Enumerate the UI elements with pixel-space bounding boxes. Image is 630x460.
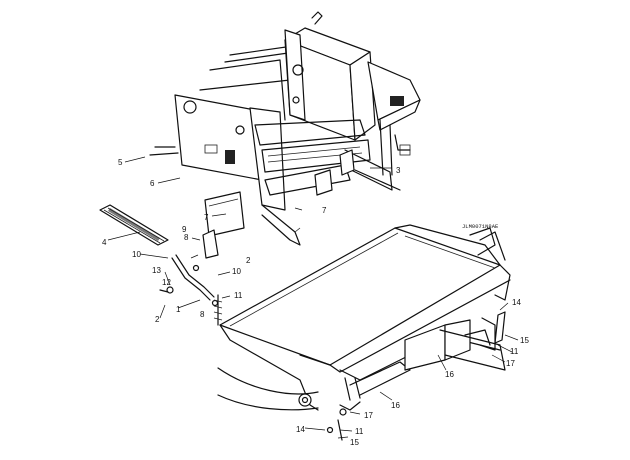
- callout-leaders: [107, 156, 519, 439]
- callout-13: 13: [152, 266, 161, 275]
- callout-12: 12: [162, 278, 171, 287]
- drawing-reference: JLM0071N8AE: [462, 223, 499, 230]
- callout-6: 6: [150, 179, 155, 188]
- callout-11a: 11: [234, 291, 243, 300]
- callout-17b: 17: [364, 411, 373, 420]
- callout-15a: 15: [520, 336, 529, 345]
- bracket-part: [202, 191, 245, 259]
- callout-11c: 11: [355, 427, 364, 436]
- callout-7b: 7: [322, 206, 327, 215]
- callout-16a: 16: [445, 370, 454, 379]
- platform-assembly: [217, 224, 511, 441]
- callout-4: 4: [102, 238, 107, 247]
- callout-3: 3: [396, 166, 401, 175]
- callout-labels: 5 6 3 4 7 7 9 8 10 2 10 11 13 12 1 2 8 1…: [102, 158, 529, 447]
- callout-11b: 11: [510, 347, 519, 356]
- callout-17a: 17: [506, 359, 515, 368]
- callout-2b: 2: [155, 315, 160, 324]
- upper-frame-assembly: [149, 11, 421, 246]
- callout-8: 8: [184, 233, 189, 242]
- callout-2a: 2: [246, 256, 251, 265]
- lever-assembly: [159, 254, 223, 326]
- callout-10b: 10: [232, 267, 241, 276]
- callout-9: 9: [182, 225, 187, 234]
- callout-14b: 14: [296, 425, 305, 434]
- callout-8b: 8: [200, 310, 205, 319]
- callout-14a: 14: [512, 298, 521, 307]
- callout-15b: 15: [350, 438, 359, 447]
- callout-5: 5: [118, 158, 123, 167]
- callout-10a: 10: [132, 250, 141, 259]
- callout-1: 1: [176, 305, 181, 314]
- callout-7a: 7: [204, 213, 209, 222]
- foot-plate-part: [99, 204, 169, 246]
- callout-16b: 16: [391, 401, 400, 410]
